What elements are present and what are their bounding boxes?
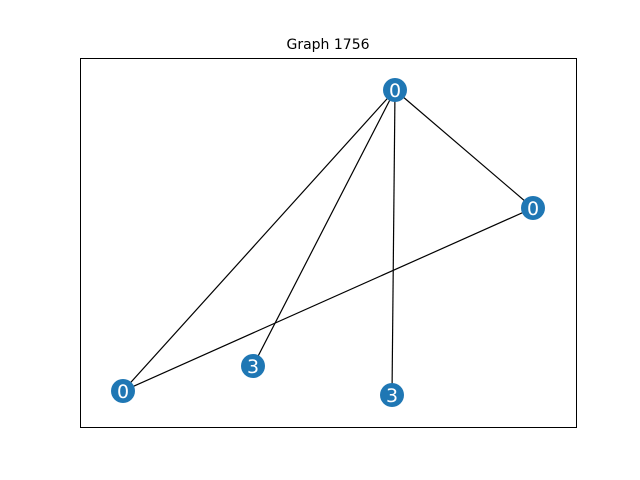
graph-node-n4: 3 (241, 354, 265, 378)
graph-node-circle (521, 196, 545, 220)
graph-edge-n1-n2 (394, 89, 534, 209)
graph-node-circle (241, 354, 265, 378)
edges-layer (122, 89, 534, 396)
graph-node-label: 0 (389, 80, 401, 102)
graph-node-label: 3 (386, 385, 398, 407)
graph-node-n3: 0 (111, 379, 135, 403)
graph-node-label: 0 (117, 381, 129, 403)
graph-node-n2: 0 (521, 196, 545, 220)
graph-edge-n2-n3 (122, 207, 534, 392)
graph-node-label: 0 (527, 198, 539, 220)
graph-node-circle (383, 78, 407, 102)
plot-frame (80, 58, 577, 428)
graph-edge-n1-n3 (122, 89, 396, 392)
graph-edge-n1-n4 (252, 89, 396, 367)
graph-edge-n1-n5 (391, 89, 396, 396)
graph-node-n1: 0 (383, 78, 407, 102)
graph-node-n5: 3 (380, 383, 404, 407)
nodes-layer: 0 0 0 3 3 (111, 78, 545, 407)
graph-node-circle (380, 383, 404, 407)
graph-title: Graph 1756 (286, 37, 369, 53)
graph-node-label: 3 (247, 356, 259, 378)
graph-node-circle (111, 379, 135, 403)
